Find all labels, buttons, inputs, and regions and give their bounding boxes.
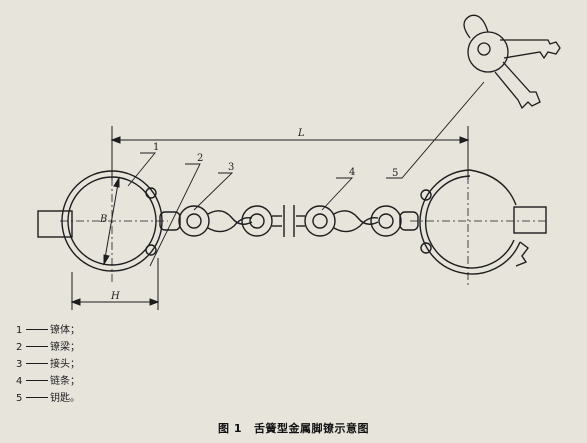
callout-5: 5 bbox=[392, 168, 398, 179]
callout-2: 2 bbox=[197, 153, 203, 164]
legend-text: 镣梁； bbox=[50, 342, 80, 353]
legend-text: 接头； bbox=[50, 359, 80, 370]
callout-3: 3 bbox=[228, 162, 234, 173]
dimension-label-B: B bbox=[99, 214, 107, 225]
figure-caption: 图 1 舌簧型金属脚镣示意图 bbox=[0, 420, 587, 436]
legend-number: 4 bbox=[16, 376, 23, 387]
dimension-label-H: H bbox=[110, 291, 120, 302]
callout-leaders bbox=[127, 81, 485, 267]
legend-item: 1 镣体； bbox=[16, 322, 80, 339]
legend-number: 2 bbox=[16, 342, 23, 353]
chain-left bbox=[159, 205, 285, 237]
legend-text: 钥匙。 bbox=[50, 393, 80, 404]
parts-legend: 1 镣体； 2 镣梁； 3 接头； 4 链条； 5 钥匙。 bbox=[16, 322, 80, 407]
legend-item: 4 链条； bbox=[16, 373, 80, 390]
diameter-dimension bbox=[103, 176, 120, 266]
legend-item: 3 接头； bbox=[16, 356, 80, 373]
right-cuff bbox=[410, 160, 548, 285]
legend-item: 5 钥匙。 bbox=[16, 390, 80, 407]
figure-title: 舌簧型金属脚镣示意图 bbox=[253, 422, 369, 435]
keys-illustration bbox=[463, 14, 561, 110]
legend-number: 3 bbox=[16, 359, 23, 370]
legend-text: 镣体； bbox=[50, 325, 80, 336]
legend-number: 5 bbox=[16, 393, 23, 404]
left-cuff bbox=[37, 162, 168, 282]
chain-right bbox=[293, 205, 419, 237]
dimension-label-L: L bbox=[297, 128, 305, 139]
callout-4: 4 bbox=[349, 167, 355, 178]
figure-number: 图 1 bbox=[218, 422, 242, 435]
callout-1: 1 bbox=[153, 142, 159, 153]
length-dimension bbox=[110, 126, 470, 180]
legend-item: 2 镣梁； bbox=[16, 339, 80, 356]
width-dimension bbox=[70, 258, 160, 310]
legend-number: 1 bbox=[16, 325, 23, 336]
legend-text: 链条； bbox=[50, 376, 80, 387]
